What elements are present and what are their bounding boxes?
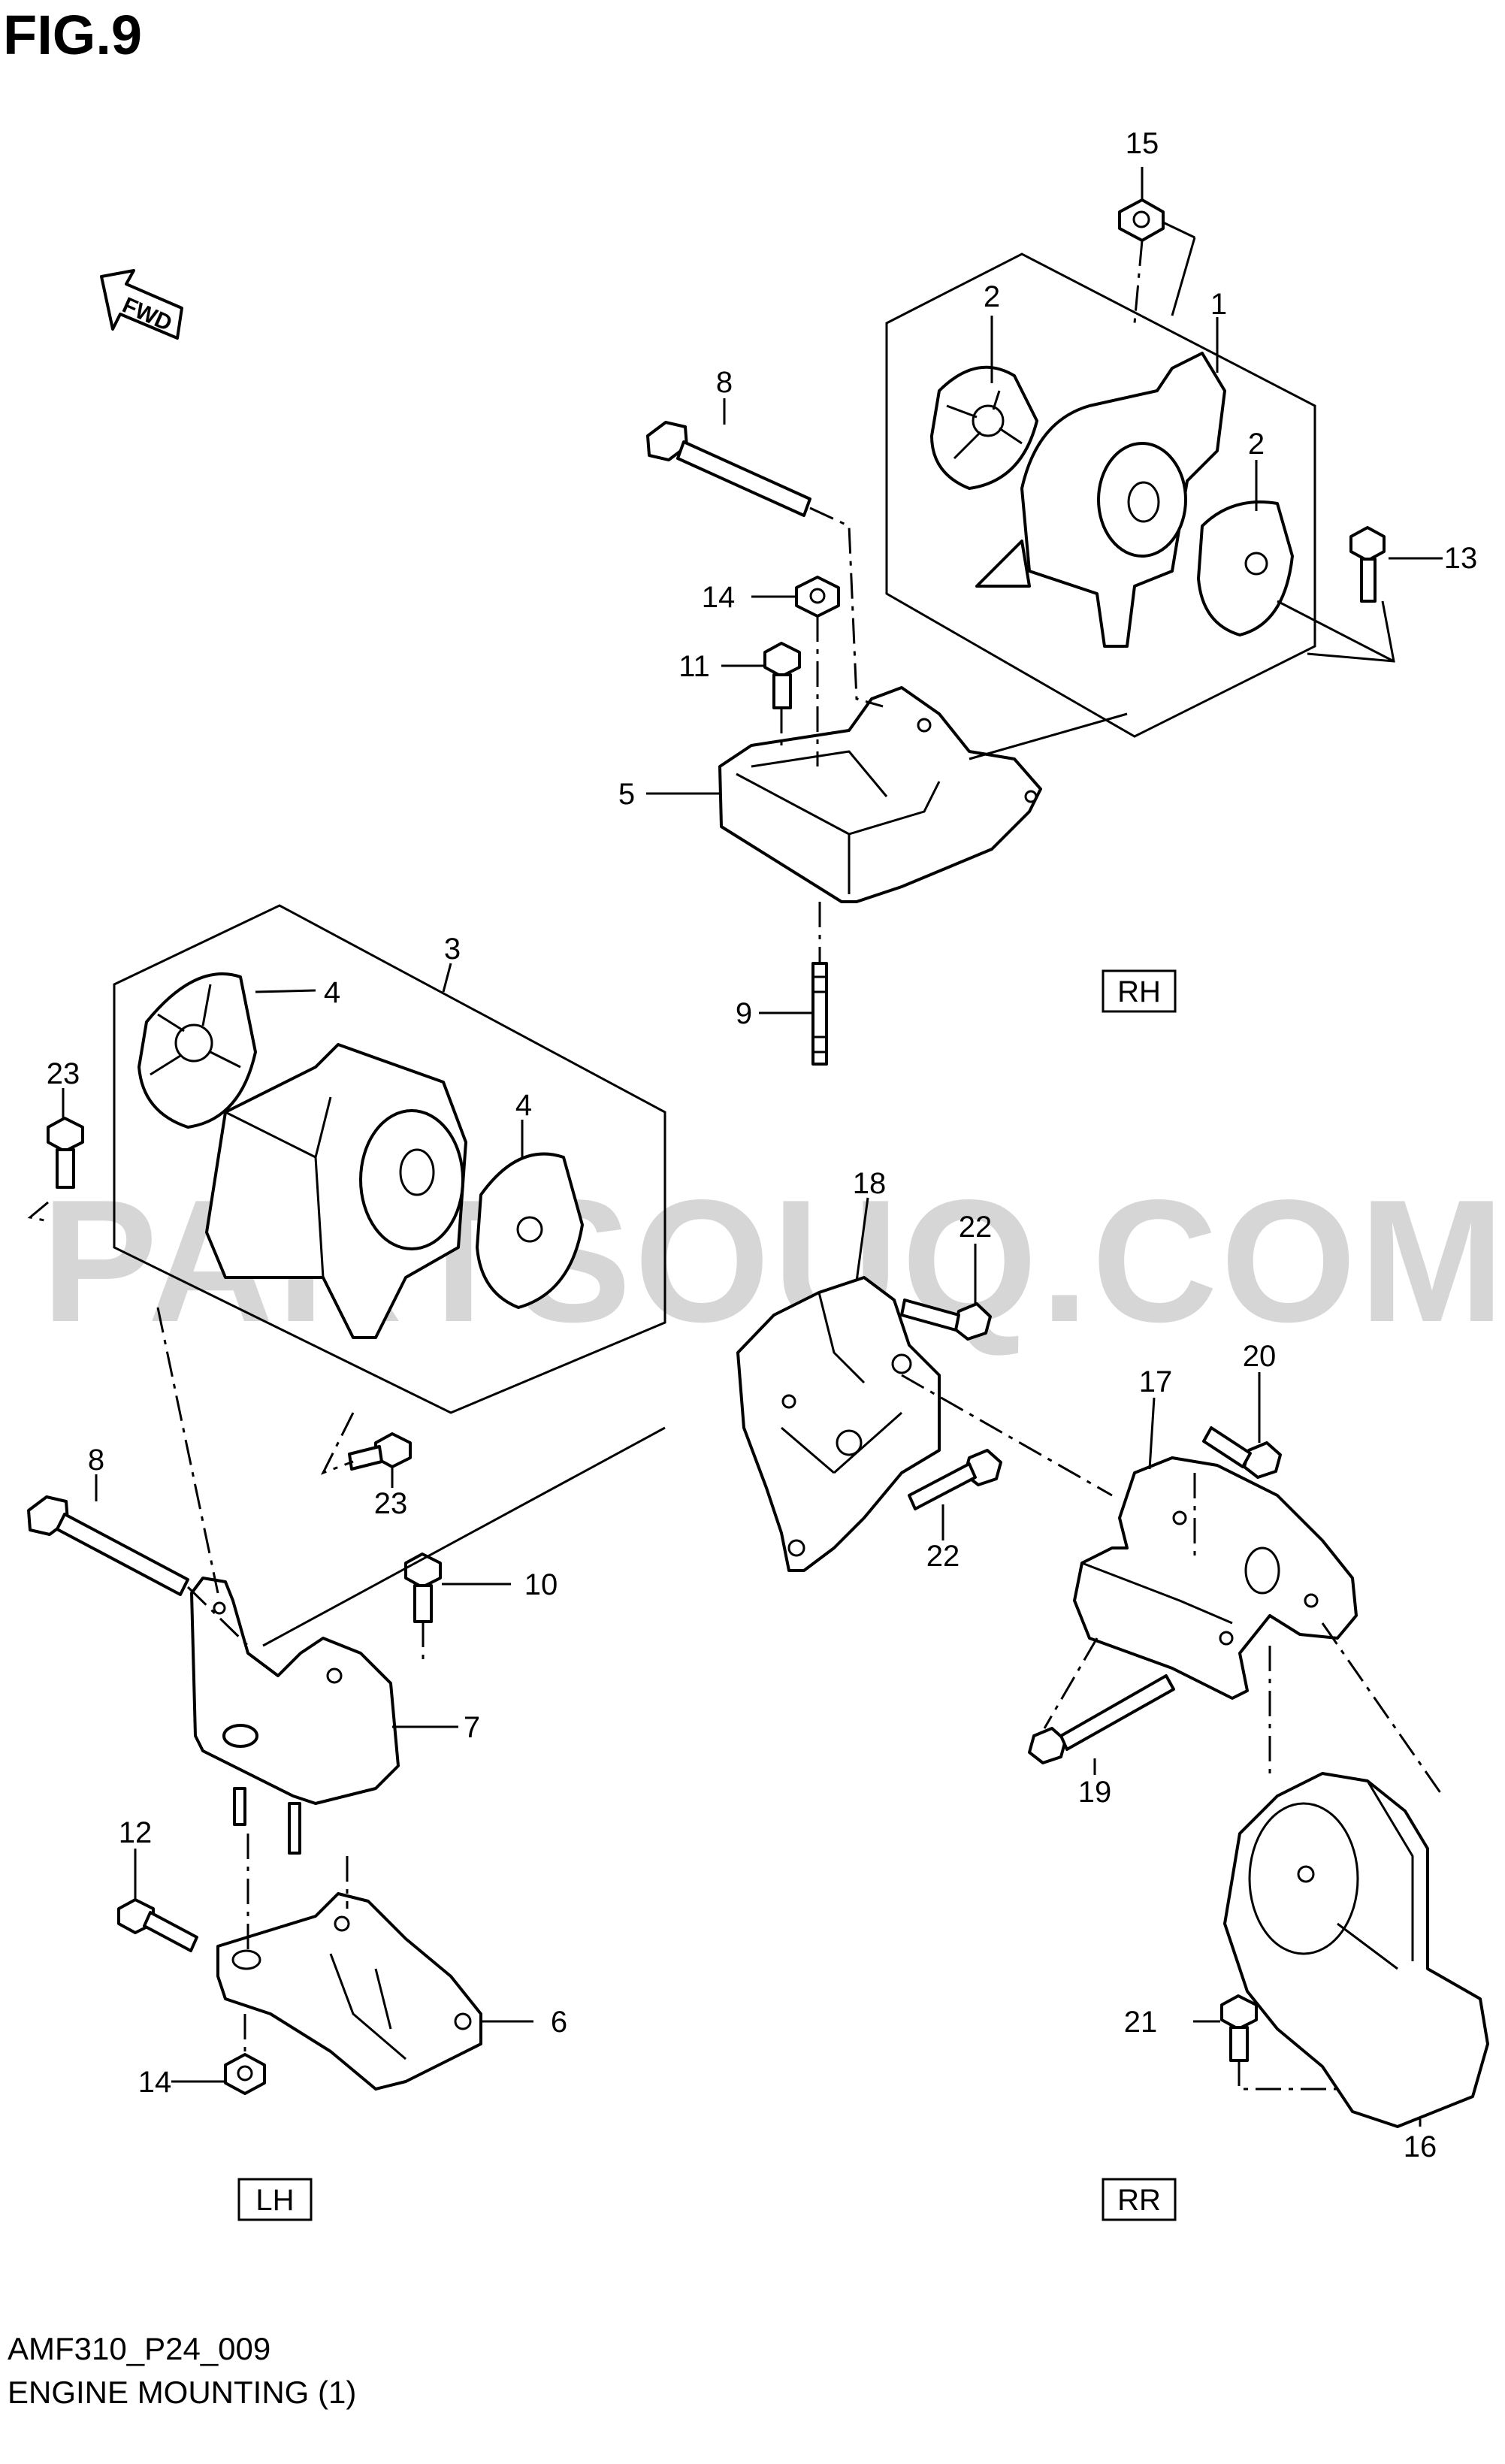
bracket-18 <box>736 1276 941 1572</box>
callout-4: 4 <box>515 1089 532 1122</box>
figure-title: FIG.9 <box>3 4 143 66</box>
figure-code: AMF310_P24_009 <box>8 2331 271 2366</box>
rr-mount-group <box>736 1197 1489 2221</box>
callout-21: 21 <box>1124 2006 1158 2039</box>
group-label-lh: LH <box>255 2184 294 2217</box>
nut-14-rh <box>795 576 840 618</box>
rr-label-box <box>1102 2178 1177 2221</box>
bracket-17 <box>1073 1456 1358 1700</box>
callout-22: 22 <box>926 1540 960 1573</box>
bracket-5 <box>718 686 1042 903</box>
figure-caption: ENGINE MOUNTING (1) <box>8 2375 357 2410</box>
bolt-13 <box>1349 526 1386 603</box>
nut-14-lh <box>224 2053 266 2095</box>
bracket-7 <box>190 1577 400 1855</box>
callout-2: 2 <box>1248 428 1265 461</box>
callout-23: 23 <box>374 1487 408 1520</box>
callout-numbers: 1 2 2 3 4 4 5 6 7 8 8 9 10 11 12 13 14 1… <box>47 127 1478 2163</box>
cushion-4-left <box>138 972 257 1129</box>
callout-8: 8 <box>716 366 733 399</box>
lh-label-box <box>237 2178 313 2221</box>
bolt-8-rh <box>646 421 811 517</box>
callout-2: 2 <box>984 280 1000 313</box>
callout-9: 9 <box>736 997 752 1030</box>
callout-20: 20 <box>1243 1340 1277 1373</box>
callout-4: 4 <box>324 976 340 1009</box>
bolt-21 <box>1220 1994 1258 2062</box>
callout-19: 19 <box>1078 1776 1112 1809</box>
bolt-20 <box>1202 1426 1282 1479</box>
callout-13: 13 <box>1444 542 1478 575</box>
assembly-box-1 <box>885 252 1316 738</box>
bolt-22-top <box>900 1299 992 1341</box>
callout-15: 15 <box>1126 127 1159 160</box>
rh-label-box <box>1102 969 1177 1013</box>
cushion-2-right <box>1197 500 1294 636</box>
bolt-23-top <box>47 1117 84 1189</box>
callout-22: 22 <box>959 1211 993 1244</box>
callout-11: 11 <box>678 650 710 683</box>
callout-8: 8 <box>88 1444 104 1477</box>
callout-18: 18 <box>853 1167 887 1200</box>
callout-7: 7 <box>464 1711 480 1744</box>
bolt-19 <box>1028 1674 1175 1764</box>
group-label-rh: RH <box>1117 975 1161 1008</box>
callout-1: 1 <box>1210 288 1227 321</box>
engine-mount-3 <box>205 1043 467 1339</box>
bolt-10 <box>404 1552 442 1623</box>
bolt-23-bottom <box>348 1432 412 1471</box>
bracket-6 <box>216 1892 482 2091</box>
lh-mount-group <box>27 904 666 2221</box>
bolt-8-lh <box>27 1495 189 1596</box>
bolt-22-bottom <box>908 1449 1002 1510</box>
callout-17: 17 <box>1139 1365 1173 1398</box>
callout-6: 6 <box>551 2006 567 2039</box>
callout-5: 5 <box>618 778 635 811</box>
nut-15 <box>1118 198 1165 242</box>
callout-16: 16 <box>1404 2130 1437 2163</box>
callout-23: 23 <box>47 1057 80 1090</box>
engine-mount-16 <box>1223 1772 1489 2128</box>
callout-14: 14 <box>702 581 736 614</box>
engine-mount-1 <box>975 352 1226 648</box>
rh-mount-group <box>646 167 1443 1066</box>
bolt-12 <box>117 1898 198 1952</box>
stud-9 <box>811 962 828 1066</box>
callout-14: 14 <box>138 2066 172 2099</box>
cushion-2-left <box>930 365 1038 490</box>
assembly-box-3 <box>113 904 666 1414</box>
callout-10: 10 <box>524 1568 558 1601</box>
callout-12: 12 <box>119 1816 153 1849</box>
group-label-rr: RR <box>1117 2184 1161 2217</box>
bolt-11 <box>763 642 801 709</box>
fwd-arrow-icon: FWD <box>100 269 183 340</box>
callout-3: 3 <box>444 933 461 966</box>
cushion-4-right <box>476 1152 584 1309</box>
